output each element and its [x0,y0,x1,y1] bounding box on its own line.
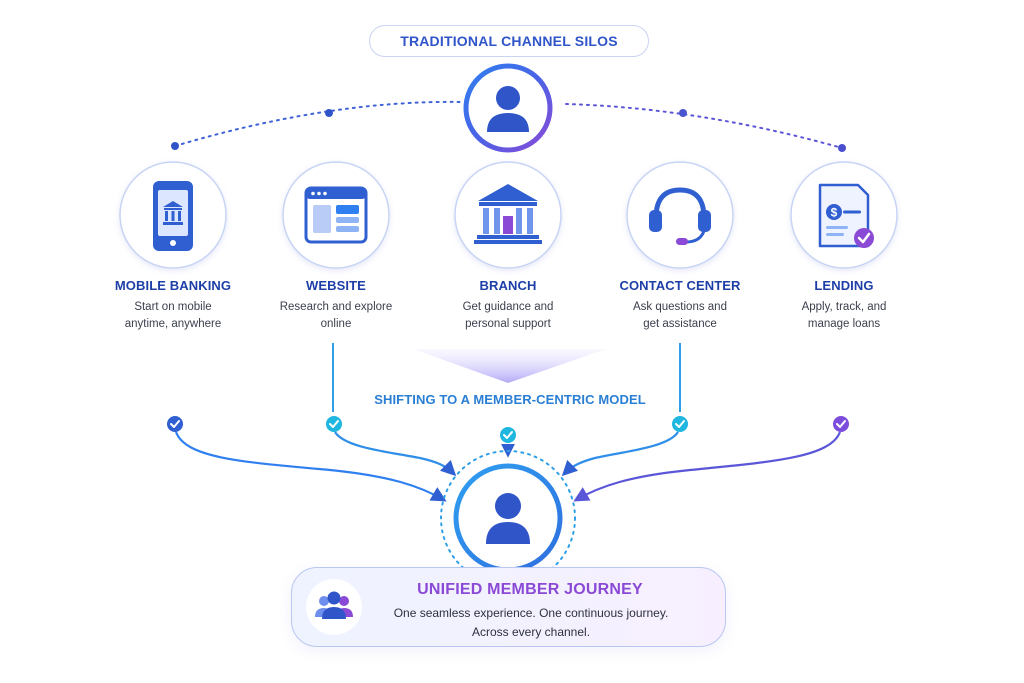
headset-icon [649,187,711,245]
channel-title-branch: BRANCH [479,278,537,293]
unified-journey-card [291,567,726,647]
flow-arrow-mobile [173,343,447,502]
check-badge-mobile [167,416,183,432]
member-group-icon [306,579,362,635]
channel-title-lending: LENDING [814,278,874,293]
channel-title-mobile-banking: MOBILE BANKING [114,278,232,293]
channel-contact-center-circle [626,161,734,269]
journey-title: UNIFIED MEMBER JOURNEY [417,581,643,598]
silos-title-pill: TRADITIONAL CHANNEL SILOS [369,25,649,57]
top-member-avatar [463,63,553,153]
check-badge-contact [672,416,688,432]
flow-arrow-website [332,343,457,477]
person-icon [487,86,529,132]
svg-text:$: $ [831,206,838,220]
channel-branch-circle [454,161,562,269]
shift-funnel [413,349,606,383]
center-member-avatar [440,450,576,586]
person-icon [486,493,530,544]
browser-window-icon [304,186,368,244]
loan-document-icon: $ [818,183,874,248]
shift-label: SHIFTING TO A MEMBER-CENTRIC MODEL [374,392,646,407]
silos-title: TRADITIONAL CHANNEL SILOS [400,33,618,49]
channel-title-contact-center: CONTACT CENTER [619,278,741,293]
check-badge-lending [833,416,849,432]
check-badge-branch [500,427,516,443]
flow-arrow-lending [573,343,843,502]
channel-title-website: WEBSITE [306,278,366,293]
journey-desc: One seamless experience. One continuous … [393,606,669,639]
flow-arrow-contact [561,343,681,477]
mobile-bank-icon [153,181,193,251]
check-badge-website [326,416,342,432]
bank-building-icon [474,184,542,244]
silo-connector-arc [171,100,846,152]
